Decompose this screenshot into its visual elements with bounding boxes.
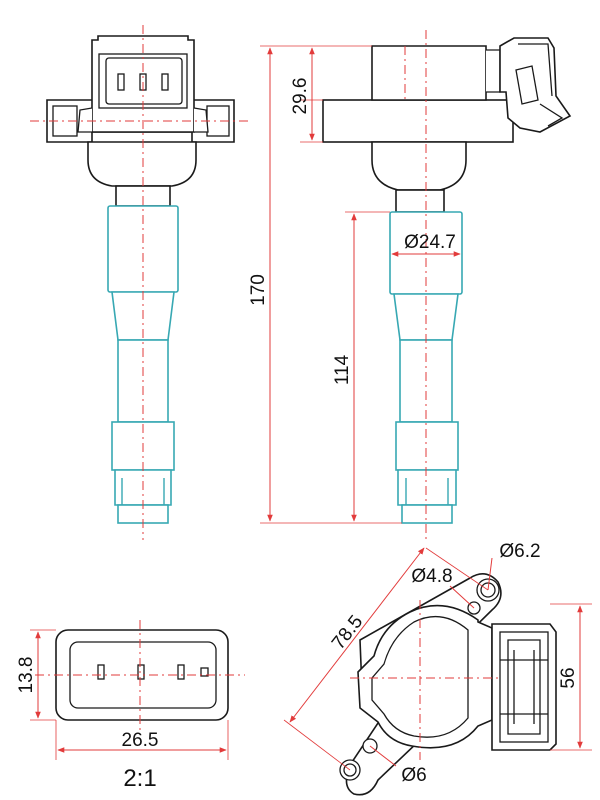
plug-height-label: 13.8: [16, 657, 37, 694]
hole-small-label: Ø4.8: [411, 566, 452, 587]
scale-label: 2:1: [123, 765, 156, 792]
hole-bottom-label: Ø6: [401, 765, 426, 786]
plug-width-label: 26.5: [122, 730, 159, 751]
top-height-label: 29.6: [290, 78, 311, 115]
connector-height-label: 56: [558, 667, 579, 688]
boot-diameter-label: Ø24.7: [404, 232, 456, 253]
side-view: [322, 30, 572, 540]
boot-length-label: 114: [332, 354, 353, 385]
overall-length-label: 170: [248, 274, 269, 306]
top-view: [283, 547, 592, 796]
front-view: [30, 25, 250, 540]
dimension-lines-upper: [260, 45, 461, 524]
hole-large-label: Ø6.2: [499, 541, 540, 562]
plug-face-view: [30, 620, 245, 760]
